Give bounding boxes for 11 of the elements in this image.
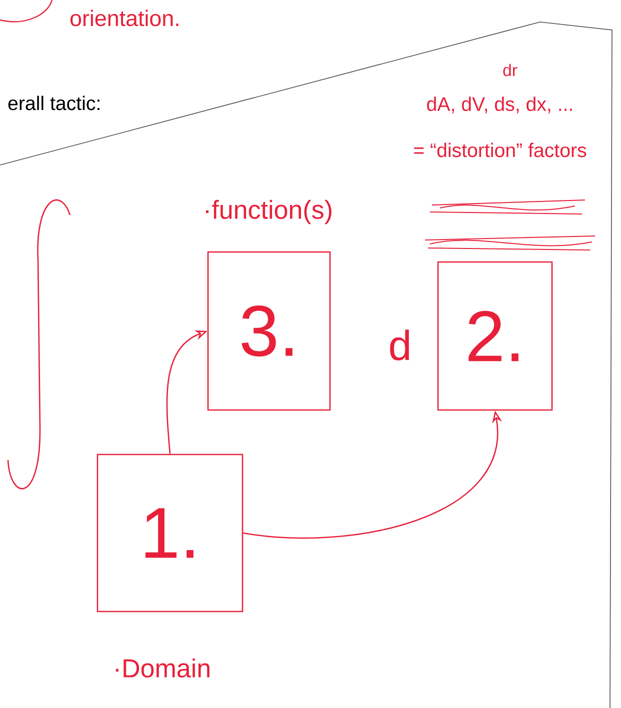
handwritten-note: dA, dV, ds, dx, ... xyxy=(427,96,572,114)
handwritten-note: dr xyxy=(503,64,518,76)
node-caption: ·function(s) xyxy=(206,200,332,224)
numbered-box: 1. xyxy=(96,454,244,612)
numbered-box: 3. xyxy=(207,251,331,411)
handwritten-note: erall tactic: xyxy=(8,96,100,110)
handwritten-note: d xyxy=(390,330,409,360)
handwritten-note: orientation. xyxy=(70,10,178,26)
handwritten-note: = “distortion” factors xyxy=(414,142,586,158)
node-caption: ·Domain xyxy=(116,658,210,678)
numbered-box: 2. xyxy=(437,261,553,411)
